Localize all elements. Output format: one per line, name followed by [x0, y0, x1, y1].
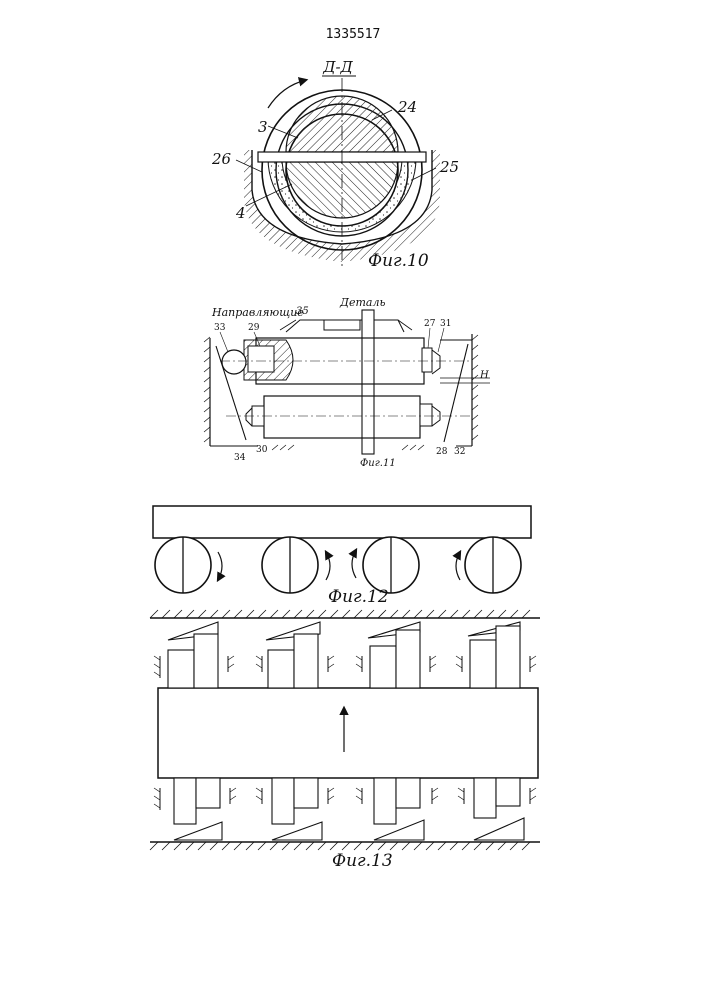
lower-unit-4: [458, 778, 536, 840]
upper-unit-4: [456, 622, 536, 688]
workpiece-plate: [153, 506, 531, 538]
label-29: 29: [248, 323, 260, 333]
label-26: 26: [211, 150, 232, 168]
label-33: 33: [214, 323, 226, 333]
figure-11-caption: Фиг.11: [360, 458, 396, 469]
lower-unit-3: [356, 778, 438, 840]
label-34: 34: [234, 453, 246, 463]
label-28: 28: [436, 447, 448, 457]
roller-4: [456, 537, 521, 593]
label-25: 25: [439, 158, 459, 176]
roller-3: [352, 537, 419, 593]
part-label: Деталь: [339, 296, 385, 309]
upper-unit-3: [356, 622, 436, 688]
figure-10: Д-Д 3 26 4 24 25 Фиг.10: [211, 58, 459, 271]
upper-unit-2: [256, 622, 334, 688]
lower-unit-1: [154, 778, 236, 840]
workpiece: [362, 310, 374, 454]
rotation-arrow-icon: [268, 80, 306, 108]
figure-10-caption: Фиг.10: [368, 251, 429, 271]
dimension-h: H: [479, 370, 489, 381]
upper-unit-1: [154, 622, 234, 688]
label-4: 4: [235, 204, 246, 222]
label-30: 30: [256, 445, 268, 455]
label-24: 24: [397, 98, 417, 116]
label-3: 3: [258, 118, 268, 136]
lower-roller: [264, 396, 420, 438]
section-label: Д-Д: [322, 58, 353, 76]
figure-12: Фиг.12: [153, 506, 531, 607]
label-35: 35: [296, 306, 309, 317]
roller-1: [155, 537, 222, 593]
label-27: 27: [424, 319, 436, 329]
figure-11: Направляющие Деталь 35: [204, 296, 490, 469]
figure-13: Фиг.13: [150, 610, 540, 871]
label-31: 31: [440, 319, 451, 329]
central-workpiece: [158, 688, 538, 778]
patent-number: 1335517: [326, 27, 381, 42]
figure-13-caption: Фиг.13: [332, 851, 393, 871]
lower-unit-2: [256, 778, 334, 840]
roller-2: [262, 537, 330, 593]
guides-label: Направляющие: [211, 306, 304, 319]
label-32: 32: [454, 447, 465, 457]
figure-12-caption: Фиг.12: [328, 587, 389, 607]
